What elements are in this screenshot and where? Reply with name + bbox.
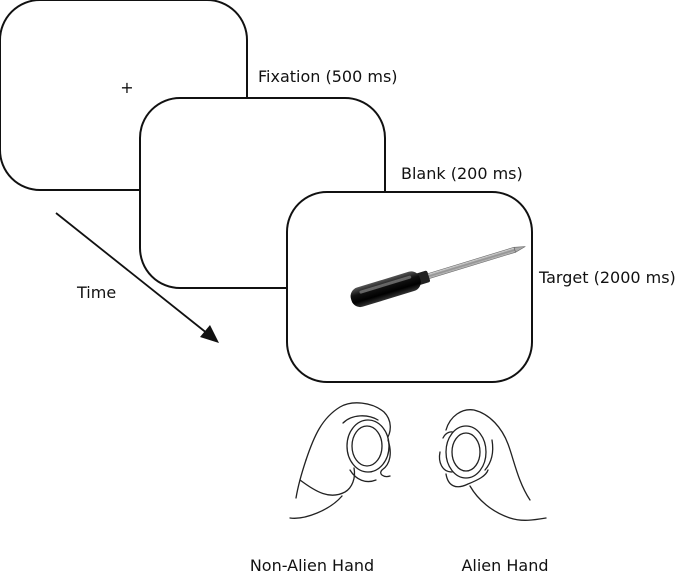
non-alien-hand-illustration xyxy=(289,402,391,519)
alien-hand-illustration xyxy=(438,409,547,521)
fixation-cross: + xyxy=(120,78,133,97)
time-label: Time xyxy=(76,283,116,302)
time-arrow xyxy=(55,212,219,343)
non-alien-hand-label: Non-Alien Hand xyxy=(250,556,374,573)
alien-hand-label: Alien Hand xyxy=(461,556,548,573)
target-screen xyxy=(286,191,533,383)
screwdriver-image xyxy=(350,246,526,308)
blank-label: Blank (200 ms) xyxy=(401,164,523,183)
fixation-label: Fixation (500 ms) xyxy=(258,67,398,86)
target-label: Target (2000 ms) xyxy=(538,268,676,287)
